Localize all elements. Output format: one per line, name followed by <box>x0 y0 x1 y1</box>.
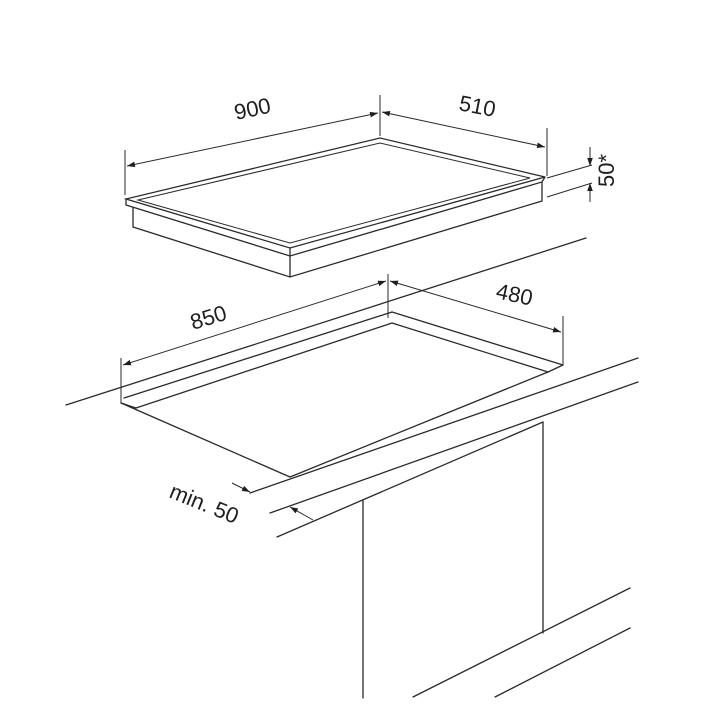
hob-width-dimension: 900 <box>124 93 381 195</box>
countertop-front-bottom <box>276 421 544 538</box>
hob-drawing <box>123 137 546 278</box>
hob-inner-rim <box>136 142 531 244</box>
cutout-front-edge <box>289 371 549 478</box>
cutout-width-label: 850 <box>187 300 229 335</box>
front-clearance-label: min. 50 <box>166 478 242 528</box>
countertop-front-top <box>249 357 639 494</box>
hob-width-label: 900 <box>232 93 273 125</box>
hob-depth-label: 510 <box>457 90 498 122</box>
countertop-back-edge <box>65 237 587 406</box>
countertop-drawing <box>65 237 639 538</box>
cabinet-drawing <box>362 421 631 699</box>
cutout-width-dimension: 850 <box>120 274 389 403</box>
countertop-front-middle <box>269 381 639 514</box>
cutout-depth-label: 480 <box>494 278 535 310</box>
hob-height-dimension: 50* <box>546 147 619 202</box>
front-clearance-dimension: min. 50 <box>166 478 314 529</box>
cutout-left-edge <box>120 402 291 478</box>
hob-height-label: 50* <box>594 154 619 187</box>
hob-body <box>132 181 543 278</box>
cutout-depth-dimension: 480 <box>389 278 564 365</box>
hob-top-surface <box>123 137 546 249</box>
